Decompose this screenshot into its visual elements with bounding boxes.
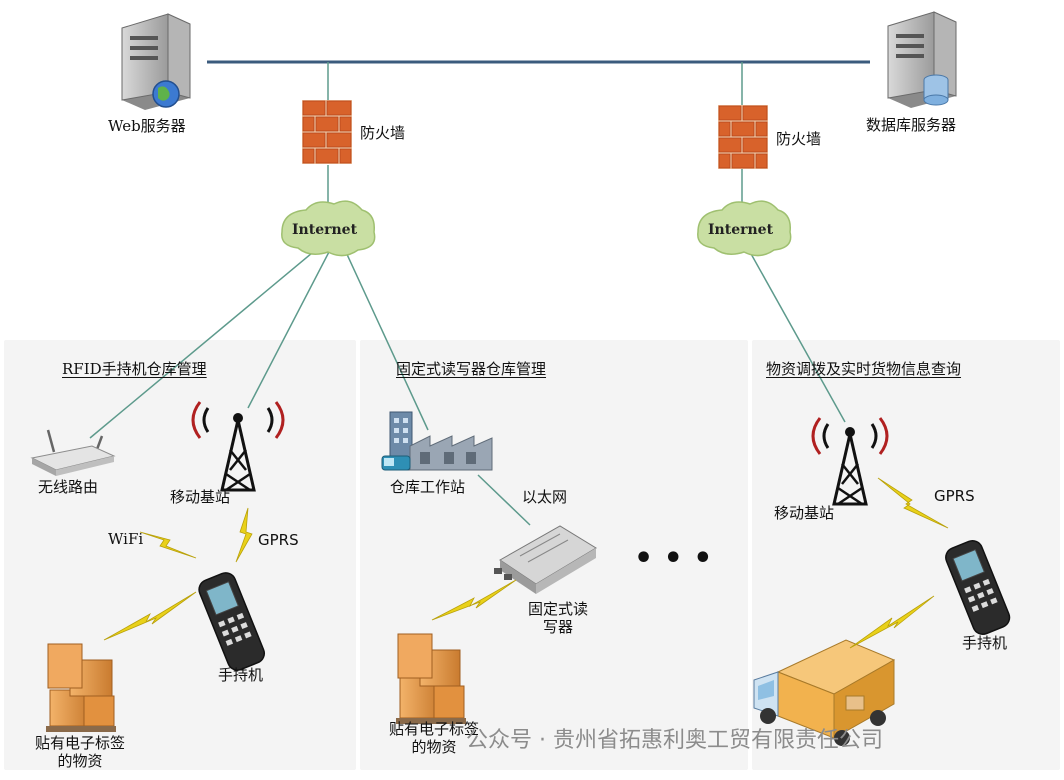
fixed-reader-icon xyxy=(494,525,597,594)
label-gprs-right: GPRS xyxy=(934,487,975,505)
base-station-left-icon xyxy=(191,401,285,492)
ellipsis-more: • • • xyxy=(634,541,713,576)
lightning-goods-left-icon xyxy=(103,591,197,641)
label-wifi: WiFi xyxy=(108,530,144,548)
label-tagged-goods-mid: 贴有电子标签的物资 xyxy=(388,720,479,756)
internet-left-cloud-icon xyxy=(281,200,376,257)
label-base-station-right: 移动基站 xyxy=(774,504,835,522)
lightning-gprs-right-icon xyxy=(877,477,949,529)
label-firewall-left: 防火墙 xyxy=(360,124,406,142)
wireless-router-icon xyxy=(30,429,116,476)
label-wireless-router: 无线路由 xyxy=(38,478,99,496)
label-base-station-left: 移动基站 xyxy=(170,488,231,506)
goods-boxes-mid-icon xyxy=(396,633,466,724)
label-db-server: 数据库服务器 xyxy=(866,116,957,134)
base-station-right-icon xyxy=(811,417,889,506)
handheld-right-icon xyxy=(945,539,1011,635)
section-title-fixed: 固定式读写器仓库管理 xyxy=(396,360,547,378)
firewall-left-icon xyxy=(302,100,352,164)
lightning-gprs-left-icon xyxy=(235,507,253,563)
label-handheld-right: 手持机 xyxy=(962,634,1008,652)
section-title-rfid: RFID手持机仓库管理 xyxy=(62,360,207,378)
link-warehouse-reader xyxy=(477,474,531,526)
link-internet-basestation-right xyxy=(749,251,846,423)
label-ethernet: 以太网 xyxy=(522,488,568,506)
goods-boxes-left-icon xyxy=(46,643,116,732)
link-internet-router xyxy=(89,247,319,439)
internet-right-cloud-icon xyxy=(697,200,792,257)
delivery-truck-icon xyxy=(753,639,896,746)
section-title-query: 物资调拨及实时货物信息查询 xyxy=(766,360,962,378)
handheld-left-icon xyxy=(198,572,266,671)
watermark-text: 公众号 · 贵州省拓惠利奥工贸有限责任公司 xyxy=(466,728,883,753)
label-internet-left: Internet xyxy=(292,222,358,238)
label-web-server: Web服务器 xyxy=(108,117,186,135)
link-internet-warehouse xyxy=(344,249,429,431)
label-firewall-right: 防火墙 xyxy=(776,130,822,148)
label-gprs-left: GPRS xyxy=(258,531,299,549)
web-server-icon xyxy=(121,13,191,110)
lightning-truck-icon xyxy=(849,595,935,649)
link-internet-basestation xyxy=(247,249,331,409)
label-internet-right: Internet xyxy=(708,222,774,238)
lightning-wifi-icon xyxy=(139,531,197,559)
label-warehouse-station: 仓库工作站 xyxy=(390,478,466,496)
warehouse-station-icon xyxy=(381,411,493,471)
lightning-goods-mid-icon xyxy=(431,579,517,621)
firewall-right-icon xyxy=(718,105,768,169)
label-handheld-left: 手持机 xyxy=(218,666,264,684)
label-tagged-goods-left: 贴有电子标签的物资 xyxy=(34,734,125,770)
label-fixed-reader: 固定式读写器 xyxy=(527,600,588,636)
db-server-icon xyxy=(887,11,957,108)
